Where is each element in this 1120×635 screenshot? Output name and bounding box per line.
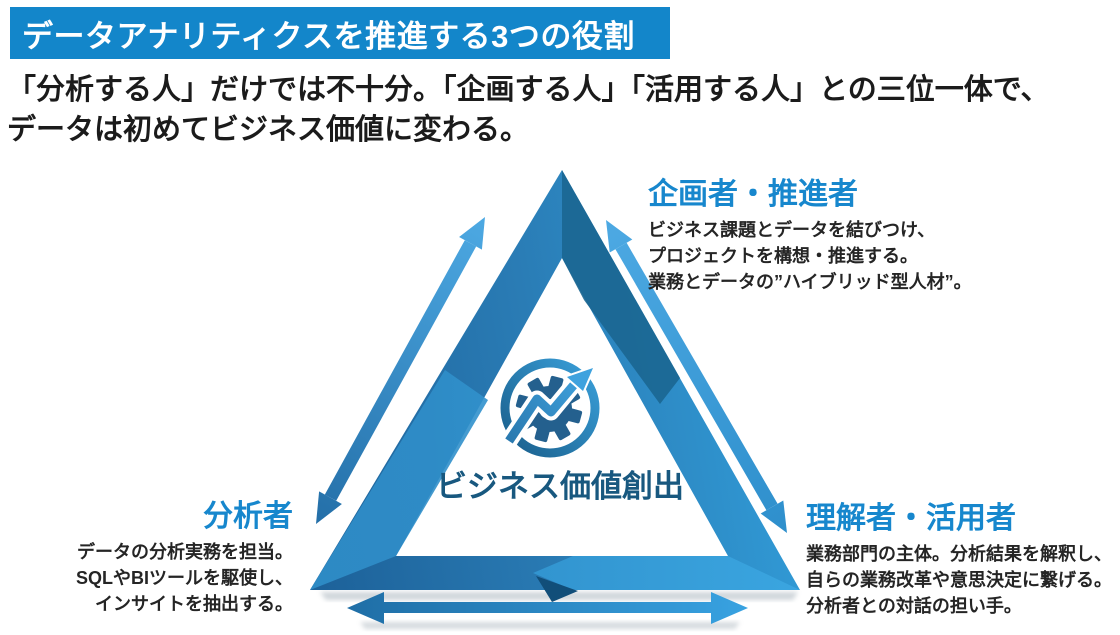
role-card-analyst: 分析者 データの分析実務を担当。 SQLやBIツールを駆使し、 インサイトを抽出…	[76, 500, 293, 617]
icon-trend-arrow	[505, 377, 582, 444]
right-edge-flow-arrow	[562, 170, 680, 404]
role-title-analyst: 分析者	[203, 500, 293, 533]
left-bidirectional-arrow	[316, 217, 485, 524]
role-desc-utilizer: 業務部門の主体。分析結果を解釈し、 自らの業務改革や意思決定に繋げる。 分析者と…	[806, 541, 1112, 619]
bottom-flow-arrow	[533, 556, 800, 590]
role-desc-line: ビジネス課題とデータを結びつけ、	[648, 220, 936, 240]
intro-line-1: 「分析する人」だけでは不十分。「企画する人」「活用する人」との三位一体で、	[7, 74, 1050, 106]
role-desc-line: 分析者との対話の担い手。	[806, 596, 1022, 616]
header-bar: データアナリティクスを推進する3つの役割	[10, 7, 670, 59]
bottom-bidirectional-arrow	[347, 592, 748, 624]
role-desc-line: プロジェクトを構想・推進する。	[648, 246, 918, 266]
page-title: データアナリティクスを推進する3つの役割	[22, 18, 635, 54]
role-title-planner: 企画者・推進者	[648, 178, 858, 211]
role-title-utilizer: 理解者・活用者	[806, 502, 1016, 535]
role-card-planner: 企画者・推進者 ビジネス課題とデータを結びつけ、 プロジェクトを構想・推進する。…	[648, 178, 972, 295]
icon-ring	[500, 358, 600, 458]
role-desc-line: データの分析実務を担当。	[77, 542, 293, 562]
role-desc-line: インサイトを抽出する。	[95, 594, 293, 614]
role-card-utilizer: 理解者・活用者 業務部門の主体。分析結果を解釈し、 自らの業務改革や意思決定に繋…	[806, 502, 1112, 619]
role-desc-line: 業務とデータの”ハイブリッド型人材”。	[648, 272, 972, 292]
role-desc-planner: ビジネス課題とデータを結びつけ、 プロジェクトを構想・推進する。 業務とデータの…	[648, 217, 972, 295]
role-desc-line: 業務部門の主体。分析結果を解釈し、	[806, 544, 1112, 564]
center-icon	[500, 358, 600, 458]
bottom-arrow-shadow	[360, 622, 740, 629]
role-desc-line: SQLやBIツールを駆使し、	[75, 568, 293, 588]
icon-trend-arrowhead	[563, 364, 597, 395]
role-desc-line: 自らの業務改革や意思決定に繋げる。	[806, 570, 1112, 590]
right-bidirectional-arrow	[606, 220, 787, 533]
bottom-flow-arrow-fold	[536, 576, 578, 602]
intro-line-2: データは初めてビジネス価値に変わる。	[7, 114, 530, 146]
intro-text: 「分析する人」だけでは不十分。「企画する人」「活用する人」との三位一体で、 デー…	[7, 70, 1113, 150]
center-label: ビジネス価値創出	[436, 469, 684, 504]
role-desc-analyst: データの分析実務を担当。 SQLやBIツールを駆使し、 インサイトを抽出する。	[76, 539, 293, 617]
left-edge-flow-arrow	[310, 370, 488, 590]
